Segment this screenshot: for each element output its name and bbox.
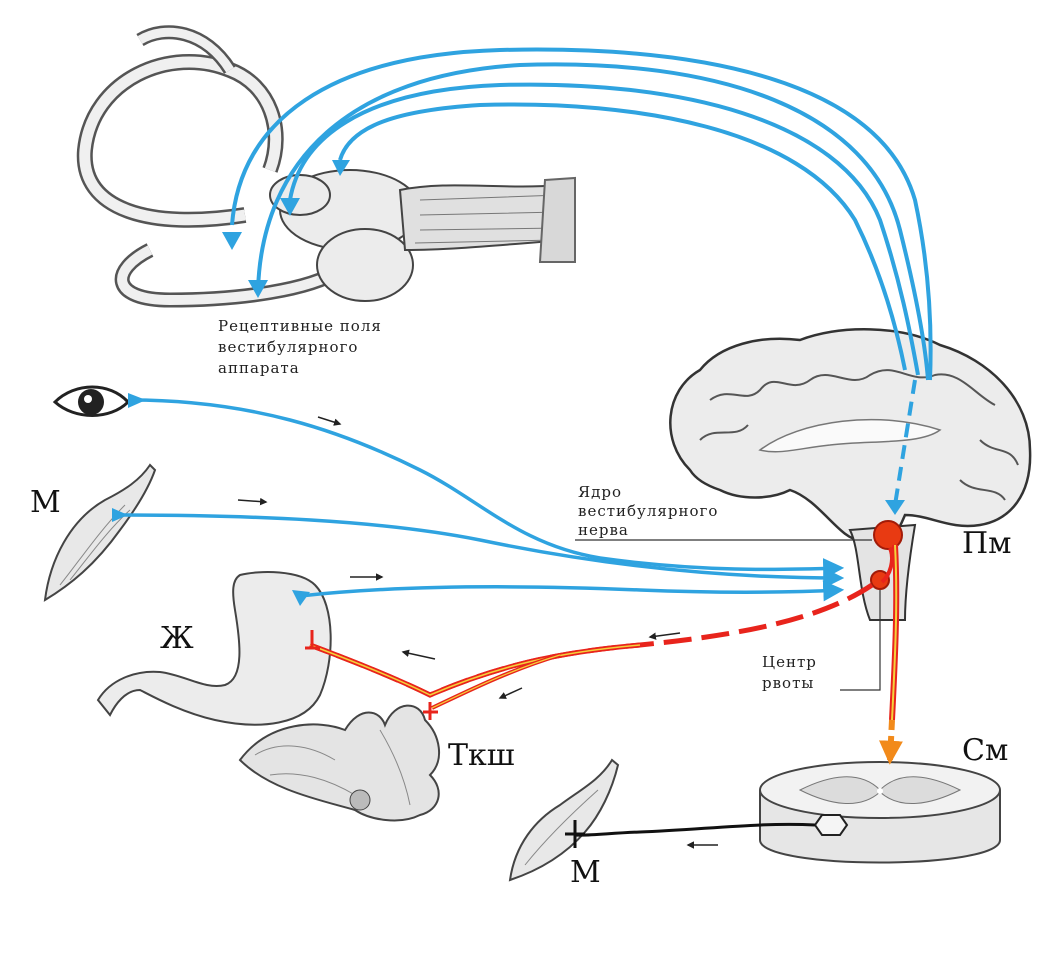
eye-icon xyxy=(55,387,128,416)
vestibular-apparatus xyxy=(85,32,575,301)
brain xyxy=(670,329,1030,620)
label-vestibular-nucleus-3: нерва xyxy=(578,521,629,539)
vestibular-nucleus xyxy=(874,521,902,549)
label-vestibular-receptive-fields-2: вестибулярного xyxy=(218,338,358,356)
spinal-cord xyxy=(760,762,1000,863)
label-vestibular-nucleus-2: вестибулярного xyxy=(578,502,718,520)
label-vestibular-nucleus-1: Ядро xyxy=(578,483,622,501)
label-vestibular-receptive-fields-1: Рецептивные поля xyxy=(218,317,382,335)
label-medulla: Пм xyxy=(962,526,1012,561)
label-spinal-cord: См xyxy=(962,733,1008,768)
muscle-lower xyxy=(510,760,618,880)
label-stomach: Ж xyxy=(160,621,194,656)
muscle-upper xyxy=(45,465,155,600)
label-vomit-center-2: рвоты xyxy=(762,674,814,692)
label-muscle-top: М xyxy=(30,485,61,520)
label-intestine: Ткш xyxy=(448,738,515,773)
label-vomit-center-1: Центр xyxy=(762,653,817,671)
label-vestibular-receptive-fields-3: аппарата xyxy=(218,359,300,377)
label-muscle-bottom: М xyxy=(570,855,601,890)
